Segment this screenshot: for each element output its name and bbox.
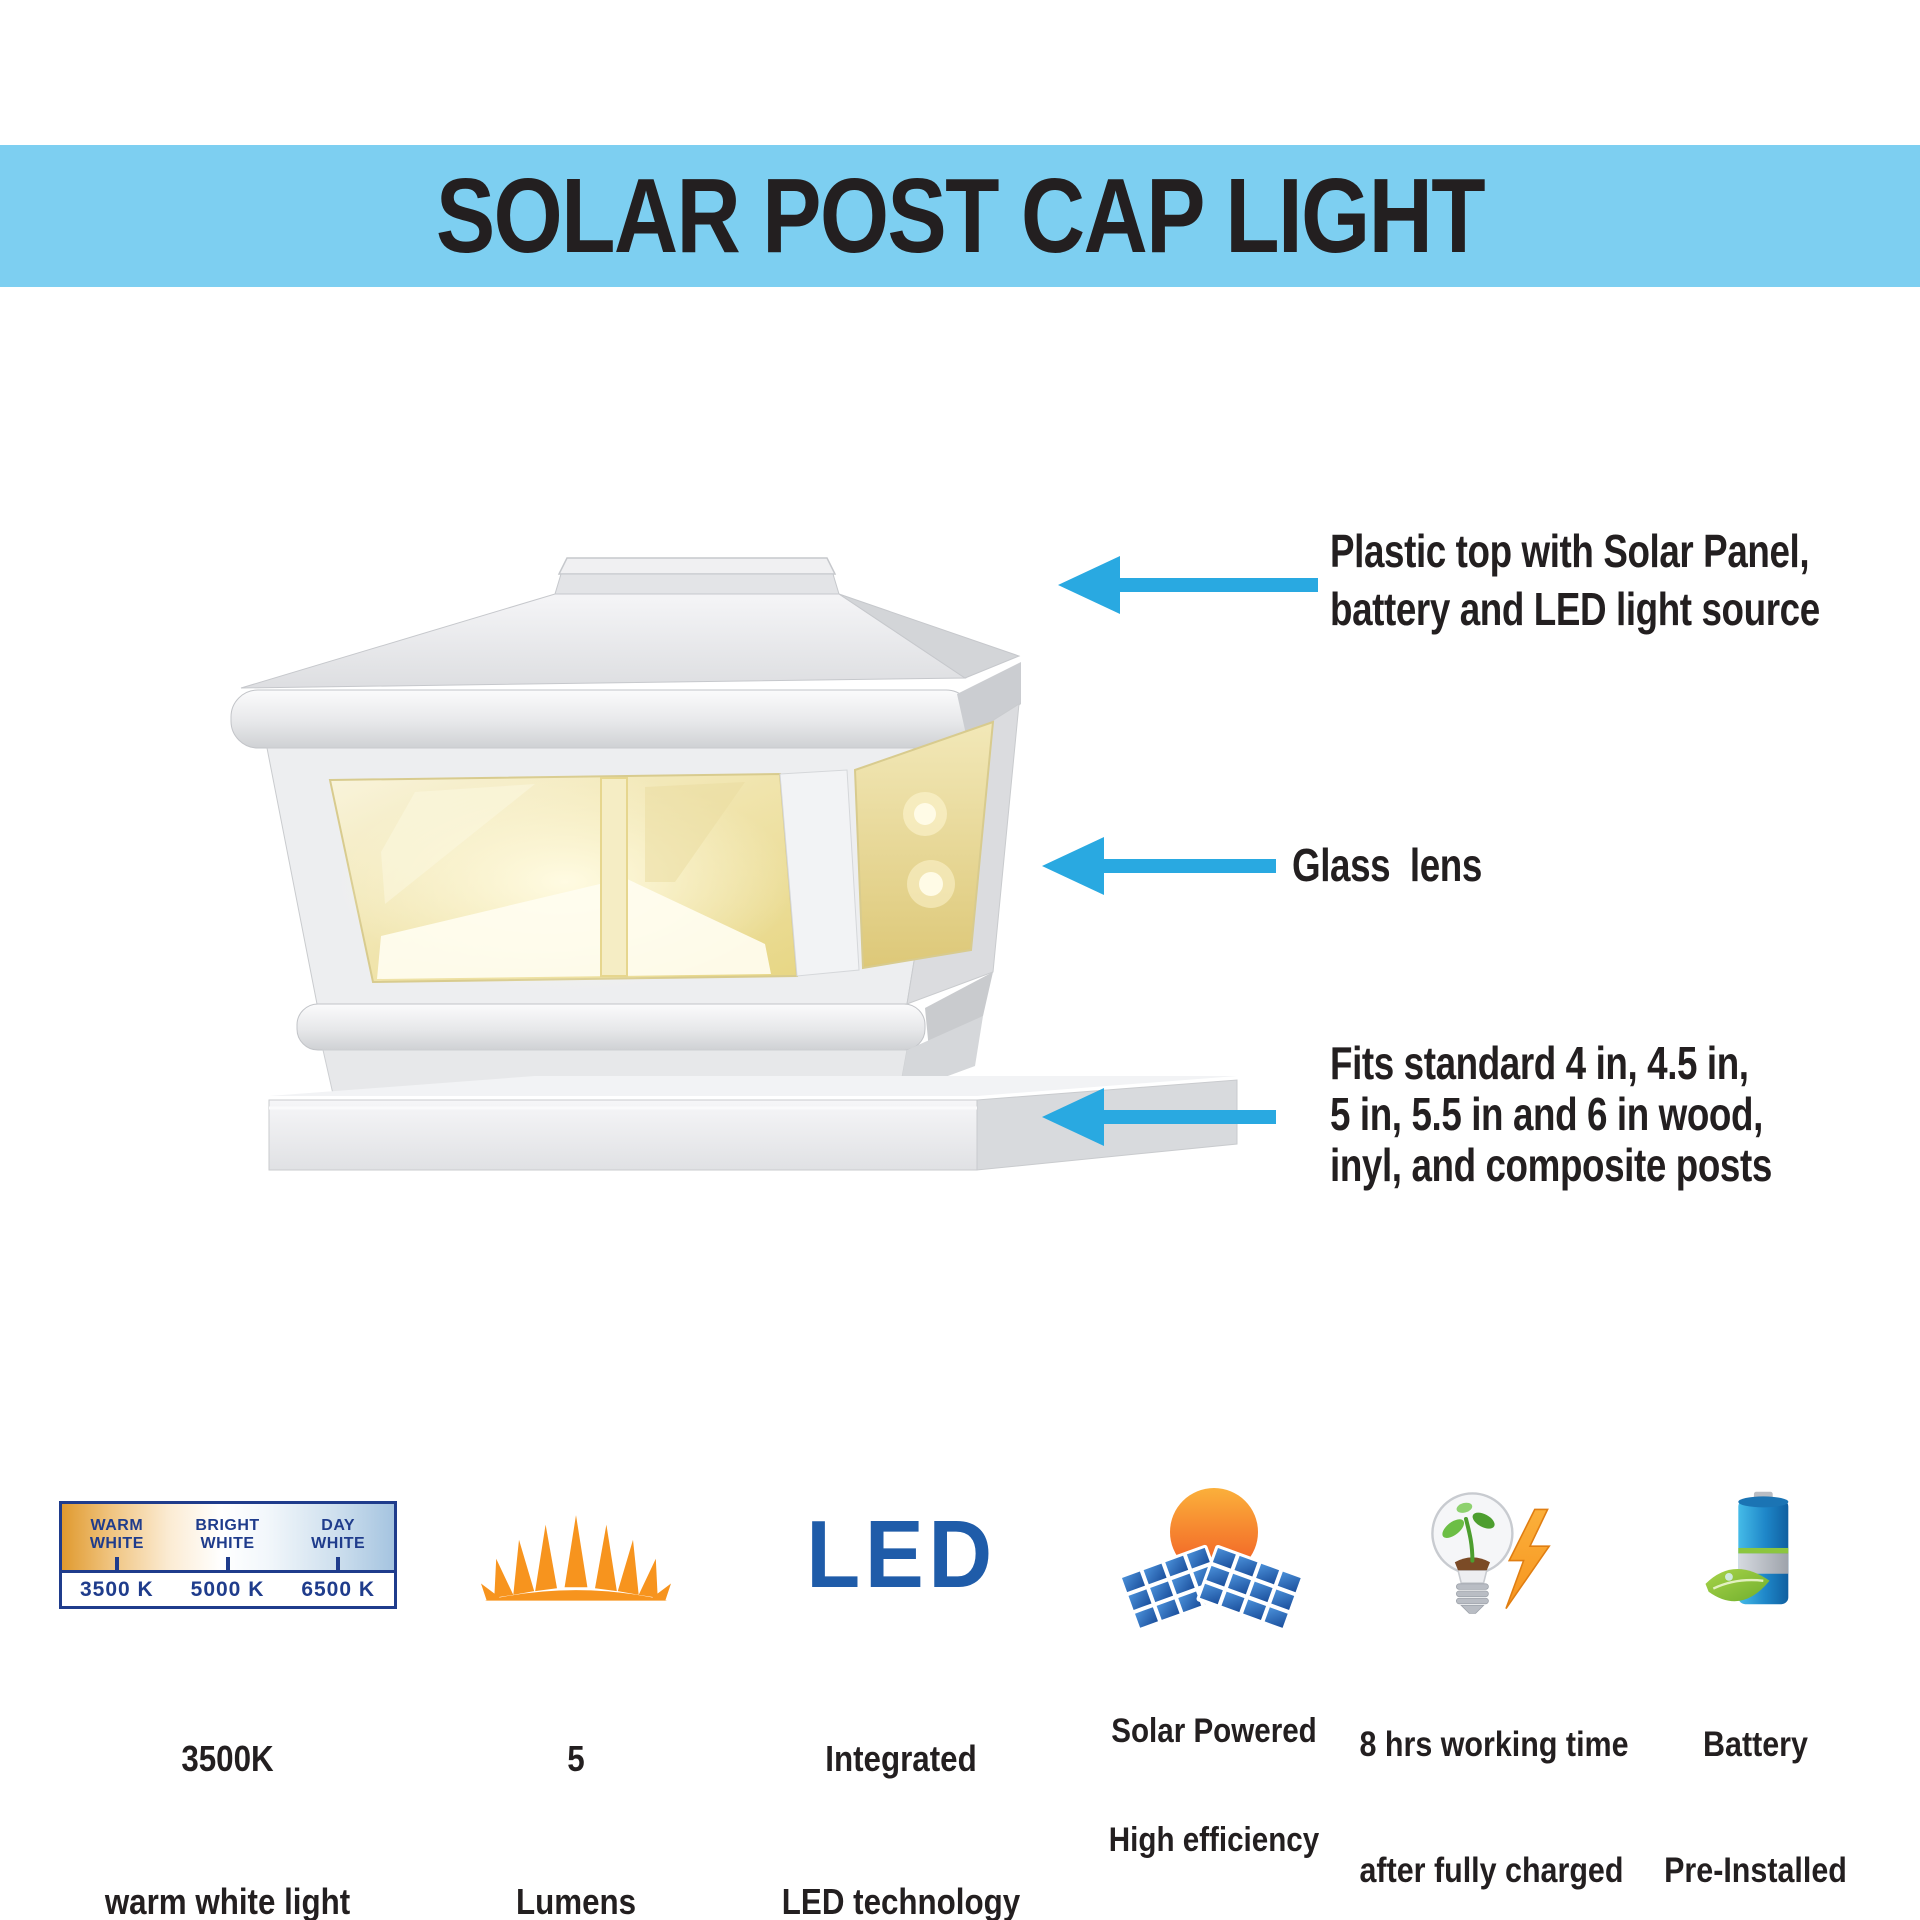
callout-glass-lens: Glass lens — [1292, 836, 1482, 894]
callout-arrow-base-shaft — [1096, 1110, 1276, 1124]
feature-caption: Solar Powered High efficiency monocrysta… — [1108, 1711, 1320, 1859]
bulb-plant-lightning-icon — [1431, 1492, 1551, 1614]
battery-leaf-icon — [1705, 1491, 1789, 1605]
feature-caption: Battery Pre-Installed — [1664, 1725, 1847, 1890]
feature-led: LED Integrated LED technology — [737, 1470, 1065, 1920]
callout-arrow-top-shaft — [1112, 578, 1318, 592]
led-logo: LED — [805, 1501, 997, 1608]
scale-tick — [225, 1557, 230, 1570]
temperature-gradient: WARM WHITE BRIGHT WHITE — [61, 1504, 394, 1570]
callout-arrow-base — [1042, 1088, 1104, 1146]
callout-text: battery and LED light source — [1330, 583, 1820, 635]
kelvin-value: 6500 K — [301, 1577, 376, 1601]
scale-label: WARM WHITE — [89, 1517, 144, 1553]
title-banner: SOLAR POST CAP LIGHT — [0, 145, 1920, 287]
callout-text: inyl, and composite posts — [1330, 1139, 1772, 1191]
callout-plastic-top: Plastic top with Solar Panel, battery an… — [1330, 522, 1820, 638]
feature-battery: Battery Pre-Installed — [1628, 1470, 1883, 1920]
callout-text: Plastic top with Solar Panel, — [1330, 525, 1810, 577]
feature-caption: 3500K warm white light — [104, 1738, 351, 1920]
sunburst-icon — [481, 1515, 671, 1601]
scale-label: DAY WHITE — [311, 1517, 366, 1553]
solar-panel-icon — [1119, 1488, 1304, 1632]
kelvin-value: 5000 K — [190, 1577, 265, 1601]
kelvin-row: 3500 K 5000 K 6500 K — [61, 1570, 394, 1606]
page-title: SOLAR POST CAP LIGHT — [435, 156, 1486, 275]
kelvin-value: 3500 K — [79, 1577, 154, 1601]
feature-solar-powered: Solar Powered High efficiency monocrysta… — [1065, 1470, 1363, 1920]
callout-text: Fits standard 4 in, 4.5 in, — [1330, 1037, 1749, 1089]
callout-arrow-lens — [1042, 837, 1104, 895]
callout-fits-posts: Fits standard 4 in, 4.5 in, 5 in, 5.5 in… — [1330, 1038, 1772, 1191]
color-temperature-scale-icon: WARM WHITE BRIGHT WHITE — [58, 1501, 397, 1609]
scale-tick — [336, 1557, 341, 1570]
product-image — [230, 557, 1238, 1171]
feature-caption: Integrated LED technology — [781, 1738, 1021, 1920]
feature-caption: 8 hrs working time after fully charged — [1359, 1725, 1629, 1890]
callout-text: Glass lens — [1292, 839, 1482, 891]
callout-arrow-top — [1058, 556, 1120, 614]
feature-color-temperature: WARM WHITE BRIGHT WHITE — [40, 1470, 415, 1920]
callout-arrow-lens-shaft — [1096, 859, 1276, 873]
feature-lumens: 5 Lumens — [415, 1470, 737, 1920]
feature-working-time: 8 hrs working time after fully charged — [1340, 1470, 1640, 1920]
scale-label: BRIGHT WHITE — [195, 1517, 260, 1553]
callout-text: 5 in, 5.5 in and 6 in wood, — [1330, 1088, 1763, 1140]
feature-caption: 5 Lumens — [515, 1738, 637, 1920]
scale-tick — [114, 1557, 119, 1570]
